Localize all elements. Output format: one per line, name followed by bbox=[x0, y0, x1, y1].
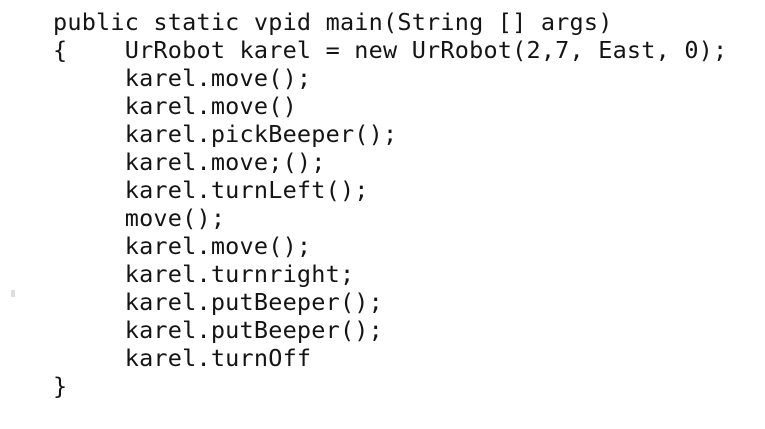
scan-speck-artifact bbox=[11, 290, 15, 297]
code-line: karel.move(); bbox=[53, 64, 312, 92]
code-line: { UrRobot karel = new UrRobot(2,7, East,… bbox=[53, 36, 728, 64]
code-line: karel.move;(); bbox=[53, 148, 326, 176]
code-line: public static vpid main(String [] args) bbox=[53, 8, 613, 36]
code-line: karel.turnLeft(); bbox=[53, 176, 369, 204]
code-line: } bbox=[53, 372, 68, 400]
code-line: karel.putBeeper(); bbox=[53, 316, 384, 344]
code-line: karel.turnright; bbox=[53, 260, 355, 288]
code-listing: public static vpid main(String [] args){… bbox=[53, 8, 727, 400]
code-line: karel.pickBeeper(); bbox=[53, 120, 398, 148]
code-line: karel.putBeeper(); bbox=[53, 288, 384, 316]
code-line: karel.move(); bbox=[53, 232, 312, 260]
code-line: karel.turnOff bbox=[53, 344, 312, 372]
code-line: karel.move() bbox=[53, 92, 297, 120]
code-line: move(); bbox=[53, 204, 226, 232]
